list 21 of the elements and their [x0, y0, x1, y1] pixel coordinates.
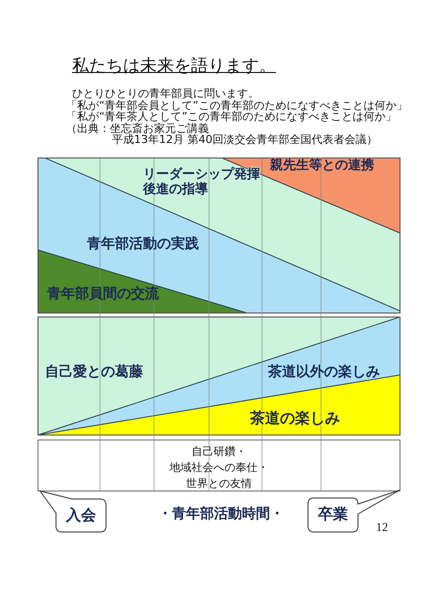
region-label: 茶道以外の楽しみ: [268, 364, 380, 380]
intro-text: 「私が“青年部会員として”この青年部のためになすべきことは何か」: [66, 98, 408, 112]
box-text: 自己研鑽・地域社会への奉仕・世界との友情: [168, 444, 270, 492]
intro-text: ひとりひとりの青年部員に問います。: [72, 86, 259, 100]
source-note: 平成13年12月 第40回淡交会青年部全国代表者会議）: [112, 133, 378, 147]
bubble-label: 卒業: [317, 506, 349, 524]
intro-text: 「私が“青年茶人として”この青年部のためになすべきことは何か」: [66, 110, 396, 123]
region-label: 青年部員間の交流: [47, 286, 159, 302]
bubble-label: 入会: [64, 506, 97, 524]
source-note: （出典：坐忘斎お家元ご講義: [66, 122, 209, 134]
page-number: 12: [376, 520, 388, 535]
axis-caption: ・青年部活動時間・: [158, 505, 284, 523]
region-label: リーダーシップ発揮後進の指導: [143, 168, 260, 198]
speech-bubble: [308, 490, 400, 532]
title: 私たちは未来を語ります。: [72, 55, 276, 77]
speech-bubble: [40, 491, 106, 532]
region-label: 青年部活動の実践: [87, 236, 199, 252]
region-label: 茶道の楽しみ: [250, 410, 340, 428]
activity-box: [38, 440, 400, 491]
region-label: 自己愛との葛藤: [45, 364, 143, 380]
region-label: 親先生等との連携: [270, 159, 374, 174]
